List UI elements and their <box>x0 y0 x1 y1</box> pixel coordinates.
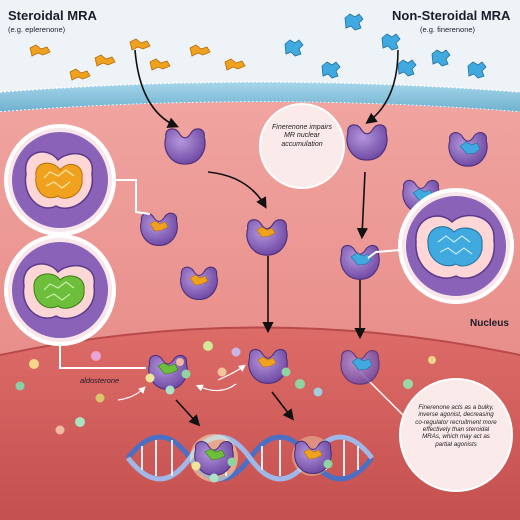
dna-bound-receptor-aldosterone <box>190 434 238 483</box>
steroidal-mra-molecules <box>29 38 246 81</box>
nucleus <box>0 327 520 520</box>
nucleus-label: Nucleus <box>470 318 509 329</box>
note-bubble-nuclear-accumulation <box>259 103 345 189</box>
receptor-bound-eplerenone-lower <box>180 266 218 301</box>
receptor-bound-eplerenone-left <box>140 212 178 247</box>
nuclear-receptor-aldosterone <box>145 354 191 395</box>
steroidal-mra-title: Steroidal MRA <box>8 8 97 23</box>
coregulator-molecules <box>15 341 436 435</box>
steroidal-mra-example: (e.g. eplerenone) <box>8 25 66 34</box>
note-inverse-agonist: Finerenone acts as a bulky, inverse agon… <box>415 404 497 448</box>
nonsteroidal-mra-molecules <box>284 13 487 79</box>
nonsteroidal-mra-title: Non-Steroidal MRA <box>392 8 511 23</box>
note-bubble-inverse-agonist <box>399 378 513 492</box>
note-nuclear-accumulation: Finerenone impairs MR nuclear accumulati… <box>272 124 332 148</box>
zoom-eplerenone <box>4 124 116 236</box>
receptor-bound-finerenone-top <box>448 132 488 167</box>
dna-helix <box>126 434 374 482</box>
zoom-finerenone <box>398 188 514 304</box>
zoom-aldosterone <box>4 234 116 346</box>
dna-bound-receptor-eplerenone <box>292 436 333 476</box>
nuclear-receptor-finerenone <box>340 350 380 385</box>
nuclear-receptor-eplerenone <box>248 348 291 384</box>
receptor-bound-eplerenone-center <box>246 219 288 256</box>
aldosterone-label: aldosterone <box>80 376 120 385</box>
nonsteroidal-mra-example: (e.g. finerenone) <box>420 25 476 34</box>
